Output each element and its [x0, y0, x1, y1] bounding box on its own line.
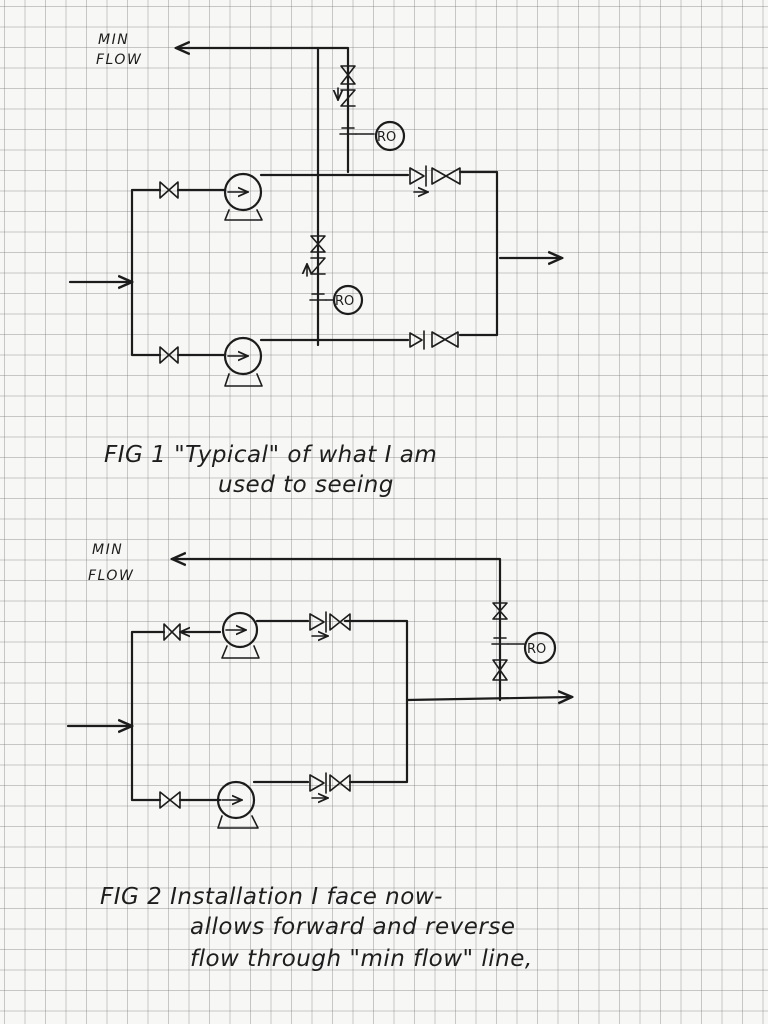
fig2-top-suction-valve [163, 623, 222, 641]
fig1-bottom-discharge-valves [409, 330, 459, 350]
fig1-top-suction-valve [159, 181, 227, 199]
fig2-caption-line-1: FIG 2 Installation I face now- [100, 884, 443, 910]
fig1-upper-min-flow-stack [338, 65, 357, 173]
fig2-common-discharge [405, 697, 572, 700]
fig2-min-label: MIN [92, 542, 123, 558]
fig1-lower-ro-label: RO [335, 294, 354, 309]
fig2-min-flow-line [172, 559, 502, 702]
figure-1-diagram: RO [68, 32, 562, 498]
fig2-top-discharge-valves [309, 611, 351, 636]
fig1-min-label: MIN [98, 32, 129, 48]
fig1-suction-header [130, 188, 162, 357]
fig2-bottom-suction-valve [159, 791, 222, 809]
fig2-caption-line-3: flow through "min flow" line, [190, 946, 533, 972]
fig1-lower-min-flow-stack [307, 235, 327, 301]
fig1-caption-line-1: FIG 1 "Typical" of what I am [104, 442, 437, 468]
fig2-flow-label: FLOW [88, 568, 134, 584]
fig2-ro-label: RO [527, 642, 546, 657]
fig2-suction-header [130, 630, 166, 802]
fig1-min-flow-line [176, 48, 350, 174]
fig1-pump-bottom [223, 336, 263, 387]
fig2-ro-orifice: RO [507, 631, 557, 665]
fig1-pump-top [223, 172, 263, 221]
fig1-upper-ro-orifice: RO [355, 120, 406, 152]
fig1-upper-ro-label: RO [377, 130, 396, 145]
fig1-flow-label: FLOW [96, 52, 142, 68]
fig2-pump-top [221, 611, 260, 659]
fig1-caption-line-2: used to seeing [218, 472, 394, 498]
fig2-caption-line-2: allows forward and reverse [190, 914, 516, 940]
fig2-min-flow-stack [491, 602, 509, 681]
fig1-lower-ro-orifice: RO [325, 284, 364, 316]
fig2-pump-bottom [216, 780, 259, 829]
fig1-top-discharge-valves [409, 165, 461, 192]
fig1-bottom-suction-valve [159, 346, 227, 364]
fig2-bottom-discharge-valves [309, 772, 351, 798]
figure-2-diagram: RO [66, 542, 572, 972]
